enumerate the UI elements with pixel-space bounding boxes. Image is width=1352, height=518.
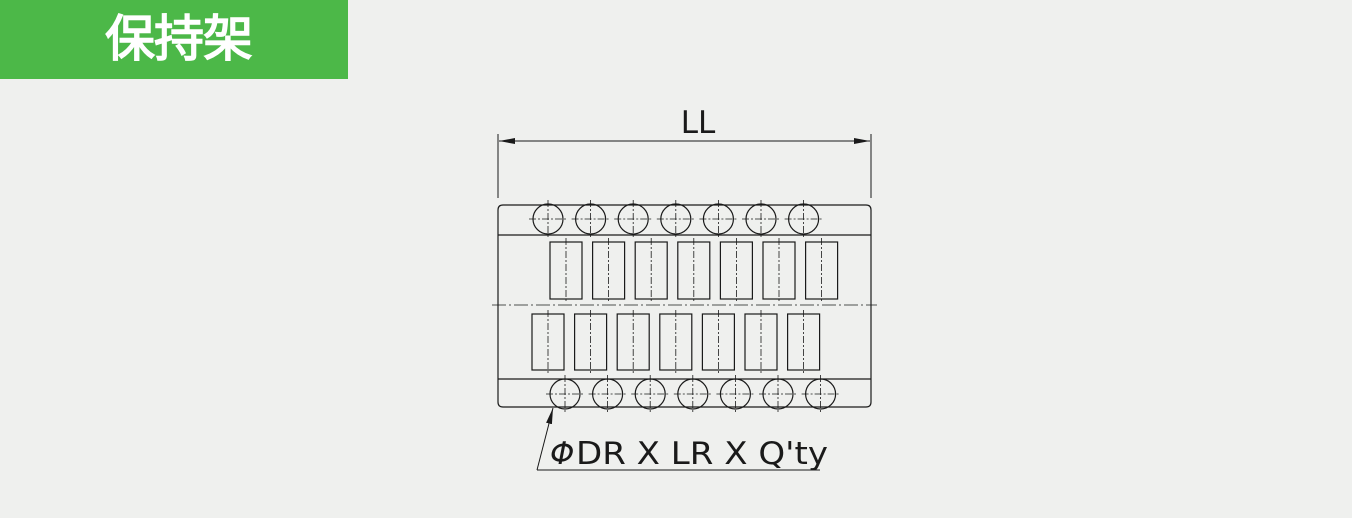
lower-roller xyxy=(701,310,736,374)
bottom-ball-row xyxy=(546,375,840,413)
lower-roller-row xyxy=(531,310,821,374)
top-ball-row xyxy=(529,200,823,238)
bottom-ball xyxy=(546,375,584,413)
upper-roller xyxy=(677,238,711,303)
size-callout: Φ DR X LR X Q'ty xyxy=(536,407,828,472)
bottom-ball xyxy=(759,375,797,413)
top-ball xyxy=(529,200,567,238)
lower-roller xyxy=(786,310,821,374)
top-ball xyxy=(699,200,738,238)
upper-roller xyxy=(719,238,754,303)
lower-roller xyxy=(744,310,778,374)
upper-roller xyxy=(804,238,839,303)
bottom-ball xyxy=(631,375,670,413)
top-ball xyxy=(742,200,780,238)
callout-label: DR X LR X Q'ty xyxy=(576,436,828,472)
bottom-ball xyxy=(673,375,712,413)
retainer-outline xyxy=(497,204,872,408)
lower-roller xyxy=(659,310,693,374)
upper-roller xyxy=(591,238,626,303)
lower-roller xyxy=(573,310,608,374)
top-ball xyxy=(614,200,653,238)
bottom-ball xyxy=(716,375,755,413)
title-banner: 保持架 xyxy=(0,0,348,79)
bottom-ball xyxy=(801,375,840,413)
dimension-label-ll: LL xyxy=(681,105,716,141)
bottom-ball xyxy=(588,375,627,413)
retainer-body xyxy=(497,204,872,408)
upper-roller xyxy=(634,238,668,303)
callout-diameter-symbol: Φ xyxy=(550,436,574,472)
lower-roller xyxy=(616,310,650,374)
lower-roller xyxy=(531,310,565,374)
upper-roller xyxy=(549,238,583,303)
page-title: 保持架 xyxy=(105,10,253,68)
callout-leader-line xyxy=(536,407,554,471)
upper-roller xyxy=(762,238,796,303)
upper-roller-row xyxy=(549,238,839,303)
top-ball xyxy=(571,200,610,238)
top-ball xyxy=(784,200,823,238)
top-ball xyxy=(656,200,695,238)
ll-dimension: LL xyxy=(497,105,872,198)
